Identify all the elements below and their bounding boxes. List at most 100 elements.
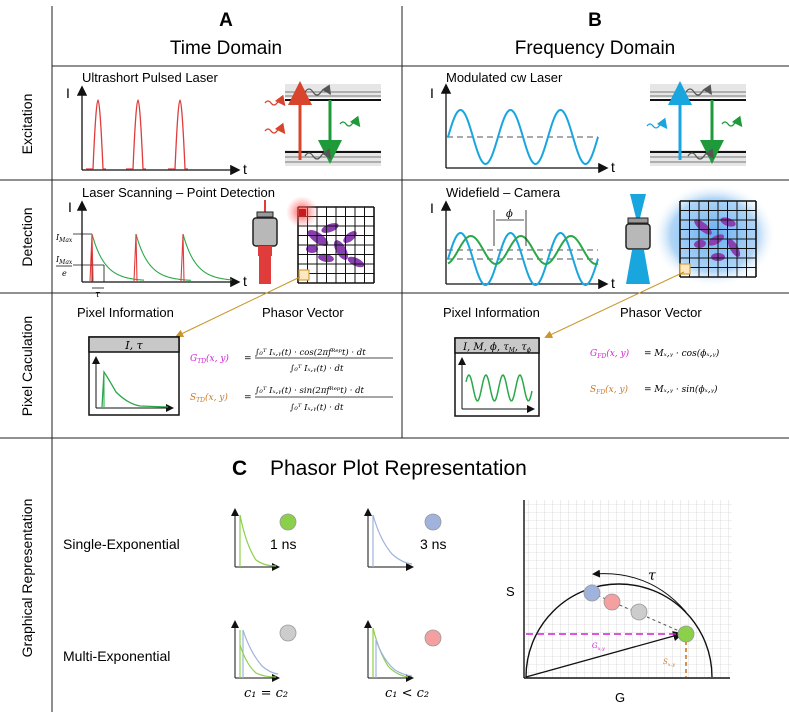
pixel-info-b-label: Pixel Information [443,305,540,320]
phasor-dot-3ns [424,513,442,531]
equation-s-td: STD(x, y) = ∫₀ᵀ Iₓ,ᵧ(t) · sin(2πfᴿᵉᵖt) ·… [190,385,393,413]
jablonski-diagram-b [646,81,746,166]
phasor-dot-unequal [424,629,442,647]
tau-arrow [592,569,687,613]
svg-text:GTD(x, y): GTD(x, y) [190,353,229,365]
svg-text:=: = [244,393,252,403]
axis-i-label: I [68,199,72,215]
phasor-vector [525,631,684,678]
jablonski-diagram-a [264,81,381,166]
phasor-plot: S G τ Gx,y Sx,y [506,500,732,705]
phasor-vector-a-label: Phasor Vector [262,305,344,320]
detection-b-title: Widefield – Camera [446,185,561,200]
decay-curve [91,233,233,281]
axis-t-label: t [243,161,247,177]
camera-pixel-grid [679,200,757,278]
svg-text:=: = [244,354,252,364]
pixel-box-header: I, τ [124,339,143,352]
phase-shift-plot: I t ϕ [430,200,615,291]
scan-spot [299,209,306,216]
phasor-dot-equal [279,624,297,642]
excitation-b-title: Modulated cw Laser [446,70,563,85]
row-label-pixel: Pixel Caculation [19,316,35,416]
phasor-dot-1ns [279,513,297,531]
cell-blob [707,234,725,246]
row-label-detection: Detection [19,207,35,266]
pixel-info-box-a: I, τ [88,336,180,416]
equation-g-fd: GFD(x, y) = Mₓ,ᵧ · cos(ϕₓ,ᵧ) [590,348,720,360]
cell-blob [347,256,365,268]
pixel-info-a-label: Pixel Information [77,305,174,320]
pixel-arrow [175,276,301,338]
col-a-title: Time Domain [170,38,282,59]
g-td-numerator: ∫₀ᵀ Iₓ,ᵧ(t) · cos(2πfᴿᵉᵖt) · dt [255,347,366,358]
s-td-denominator: ∫₀ᵀ Iₓ,ᵧ(t) · dt [290,402,344,413]
imax-e-label: IMax [55,255,73,266]
decay-plot: I t IMax IMax e τ [55,199,247,300]
row-label-excitation: Excitation [19,94,35,155]
tau-label: τ [95,290,101,300]
pulse-plot: I t [66,85,247,177]
phasor-point-equal [630,603,648,621]
label-1ns: 1 ns [270,536,296,552]
cell-blob [321,223,339,233]
universal-circle [525,583,713,678]
s-fd-rhs: = Mₓ,ᵧ · sin(ϕₓ,ᵧ) [644,384,718,395]
section-c-title: Phasor Plot Representation [270,457,527,480]
label-3ns: 3 ns [420,536,446,552]
phi-label: ϕ [506,209,513,220]
cell-blob [343,231,357,243]
modulated-excitation-wave [447,109,599,165]
excitation-photon-icon [264,94,286,107]
modulated-wave-plot: I t [430,83,615,175]
axis-i-label: I [66,85,70,101]
equation-s-fd: SFD(x, y) = Mₓ,ᵧ · sin(ϕₓ,ᵧ) [590,384,718,396]
decay-mini-curve [101,370,169,408]
cell-blob [307,229,329,247]
tau-label: τ [648,568,656,584]
excitation-photon-icon [264,122,286,135]
phasor-point-unequal [603,593,621,611]
col-a-letter: A [219,10,233,31]
laser-pulse-3 [168,99,188,170]
widefield-objective-icon [625,194,651,284]
col-b-letter: B [588,10,602,31]
point-objective-icon [252,200,278,284]
scan-pixel-grid [297,206,375,284]
equation-g-td: GTD(x, y) = ∫₀ᵀ Iₓ,ᵧ(t) · cos(2πfᴿᵉᵖt) ·… [190,347,393,374]
imax-label: IMax [55,233,73,244]
svg-text:STD(x, y): STD(x, y) [190,392,228,404]
pixel-arrow [544,271,685,339]
s-td-numerator: ∫₀ᵀ Iₓ,ᵧ(t) · sin(2πfᴿᵉᵖt) · dt [255,385,365,396]
laser-pulse [180,233,185,282]
laser-pulse [133,233,138,282]
laser-pulse-2 [126,99,146,170]
widefield-illumination [652,183,776,287]
svg-text:SFD(x, y): SFD(x, y) [590,384,629,396]
section-c-letter: C [232,457,247,480]
multi-exp-plot-unequal [364,620,414,682]
emission-wave [447,234,599,266]
c-less-label: c₁ < c₂ [385,686,429,701]
svg-text:GFD(x, y): GFD(x, y) [590,348,630,360]
single-exponential-label: Single-Exponential [63,536,180,552]
row-label-graphical: Graphical Representation [19,499,35,658]
s-xy-label: Sx,y [663,658,675,668]
axis-i-label: I [430,200,434,216]
table-grid [0,6,789,712]
cell-blob [306,245,318,253]
axis-i-label: I [430,85,434,101]
g-xy-label: Gx,y [592,642,605,652]
single-exp-plot-1ns [231,508,280,571]
emission-photon-icon [339,115,361,128]
multi-exponential-label: Multi-Exponential [63,648,170,664]
laser-pulse [89,233,94,282]
phasor-point-3ns [583,584,601,602]
selected-pixel [679,263,691,275]
emission-photon-icon [721,115,743,128]
laser-pulse-1 [86,99,106,170]
axis-t-label: t [611,275,615,291]
excitation-photon-icon [646,117,668,130]
